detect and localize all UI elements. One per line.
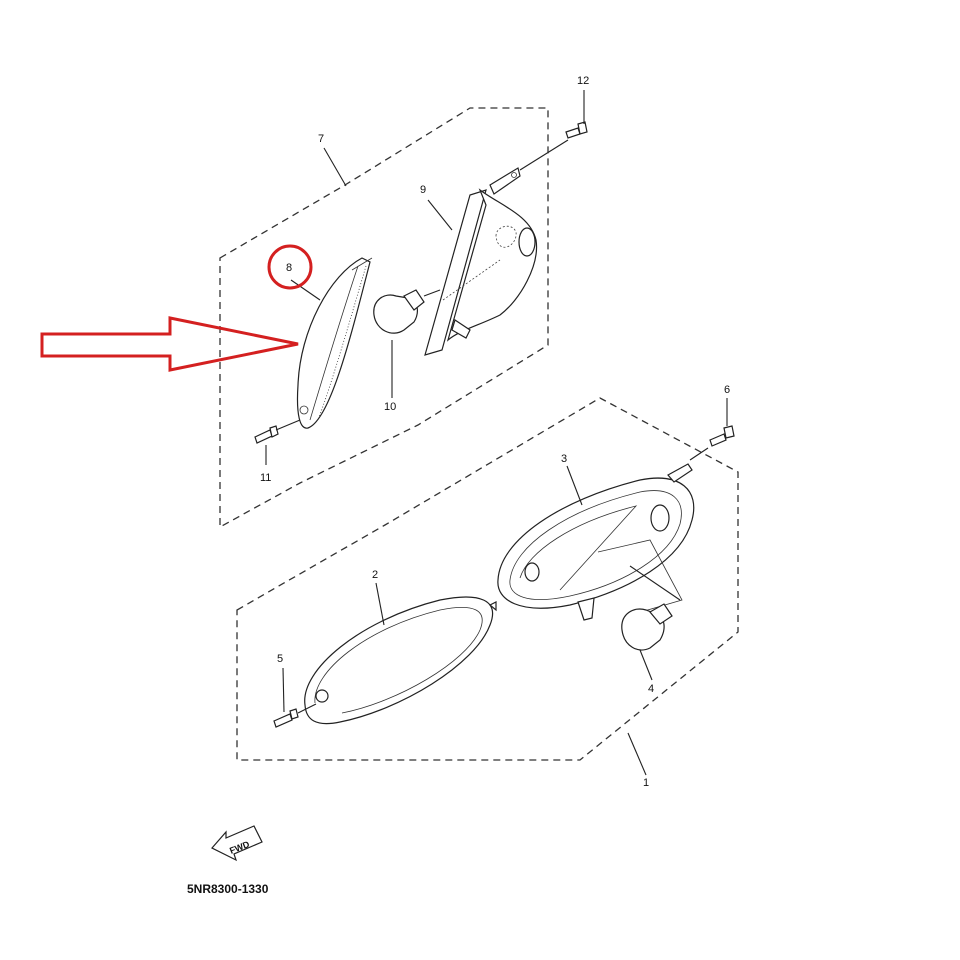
part-9-housing <box>424 139 569 356</box>
callout-10: 10 <box>384 401 396 413</box>
fwd-arrow-icon: FWD <box>211 825 263 862</box>
pointer-arrow-icon <box>40 316 299 372</box>
callout-5: 5 <box>277 653 283 665</box>
callout-4: 4 <box>648 683 654 695</box>
part-11-screw <box>254 419 301 444</box>
part-code: 5NR8300-1330 <box>187 882 269 896</box>
leader-lines <box>265 90 728 776</box>
part-12-screw <box>565 121 588 139</box>
callout-9: 9 <box>420 184 426 196</box>
part-2-lens <box>304 596 497 725</box>
part-4-bulb <box>621 603 673 651</box>
callout-7: 7 <box>318 133 324 145</box>
part-6-screw <box>709 425 735 447</box>
highlight-circle <box>267 244 313 290</box>
assembly-7-dashed-outline <box>219 107 549 529</box>
part-8-lens-cover <box>296 257 373 429</box>
part-10-bulb <box>373 289 441 334</box>
callout-12: 12 <box>577 75 589 87</box>
part-5-screw <box>273 703 317 728</box>
part-3-housing <box>497 447 709 621</box>
callout-11: 11 <box>260 472 271 484</box>
callout-6: 6 <box>724 384 730 396</box>
callout-1: 1 <box>643 777 649 789</box>
callout-8: 8 <box>286 262 292 274</box>
assembly-1-dashed-outline <box>236 397 739 761</box>
callout-3: 3 <box>561 453 567 465</box>
callout-2: 2 <box>372 569 378 581</box>
